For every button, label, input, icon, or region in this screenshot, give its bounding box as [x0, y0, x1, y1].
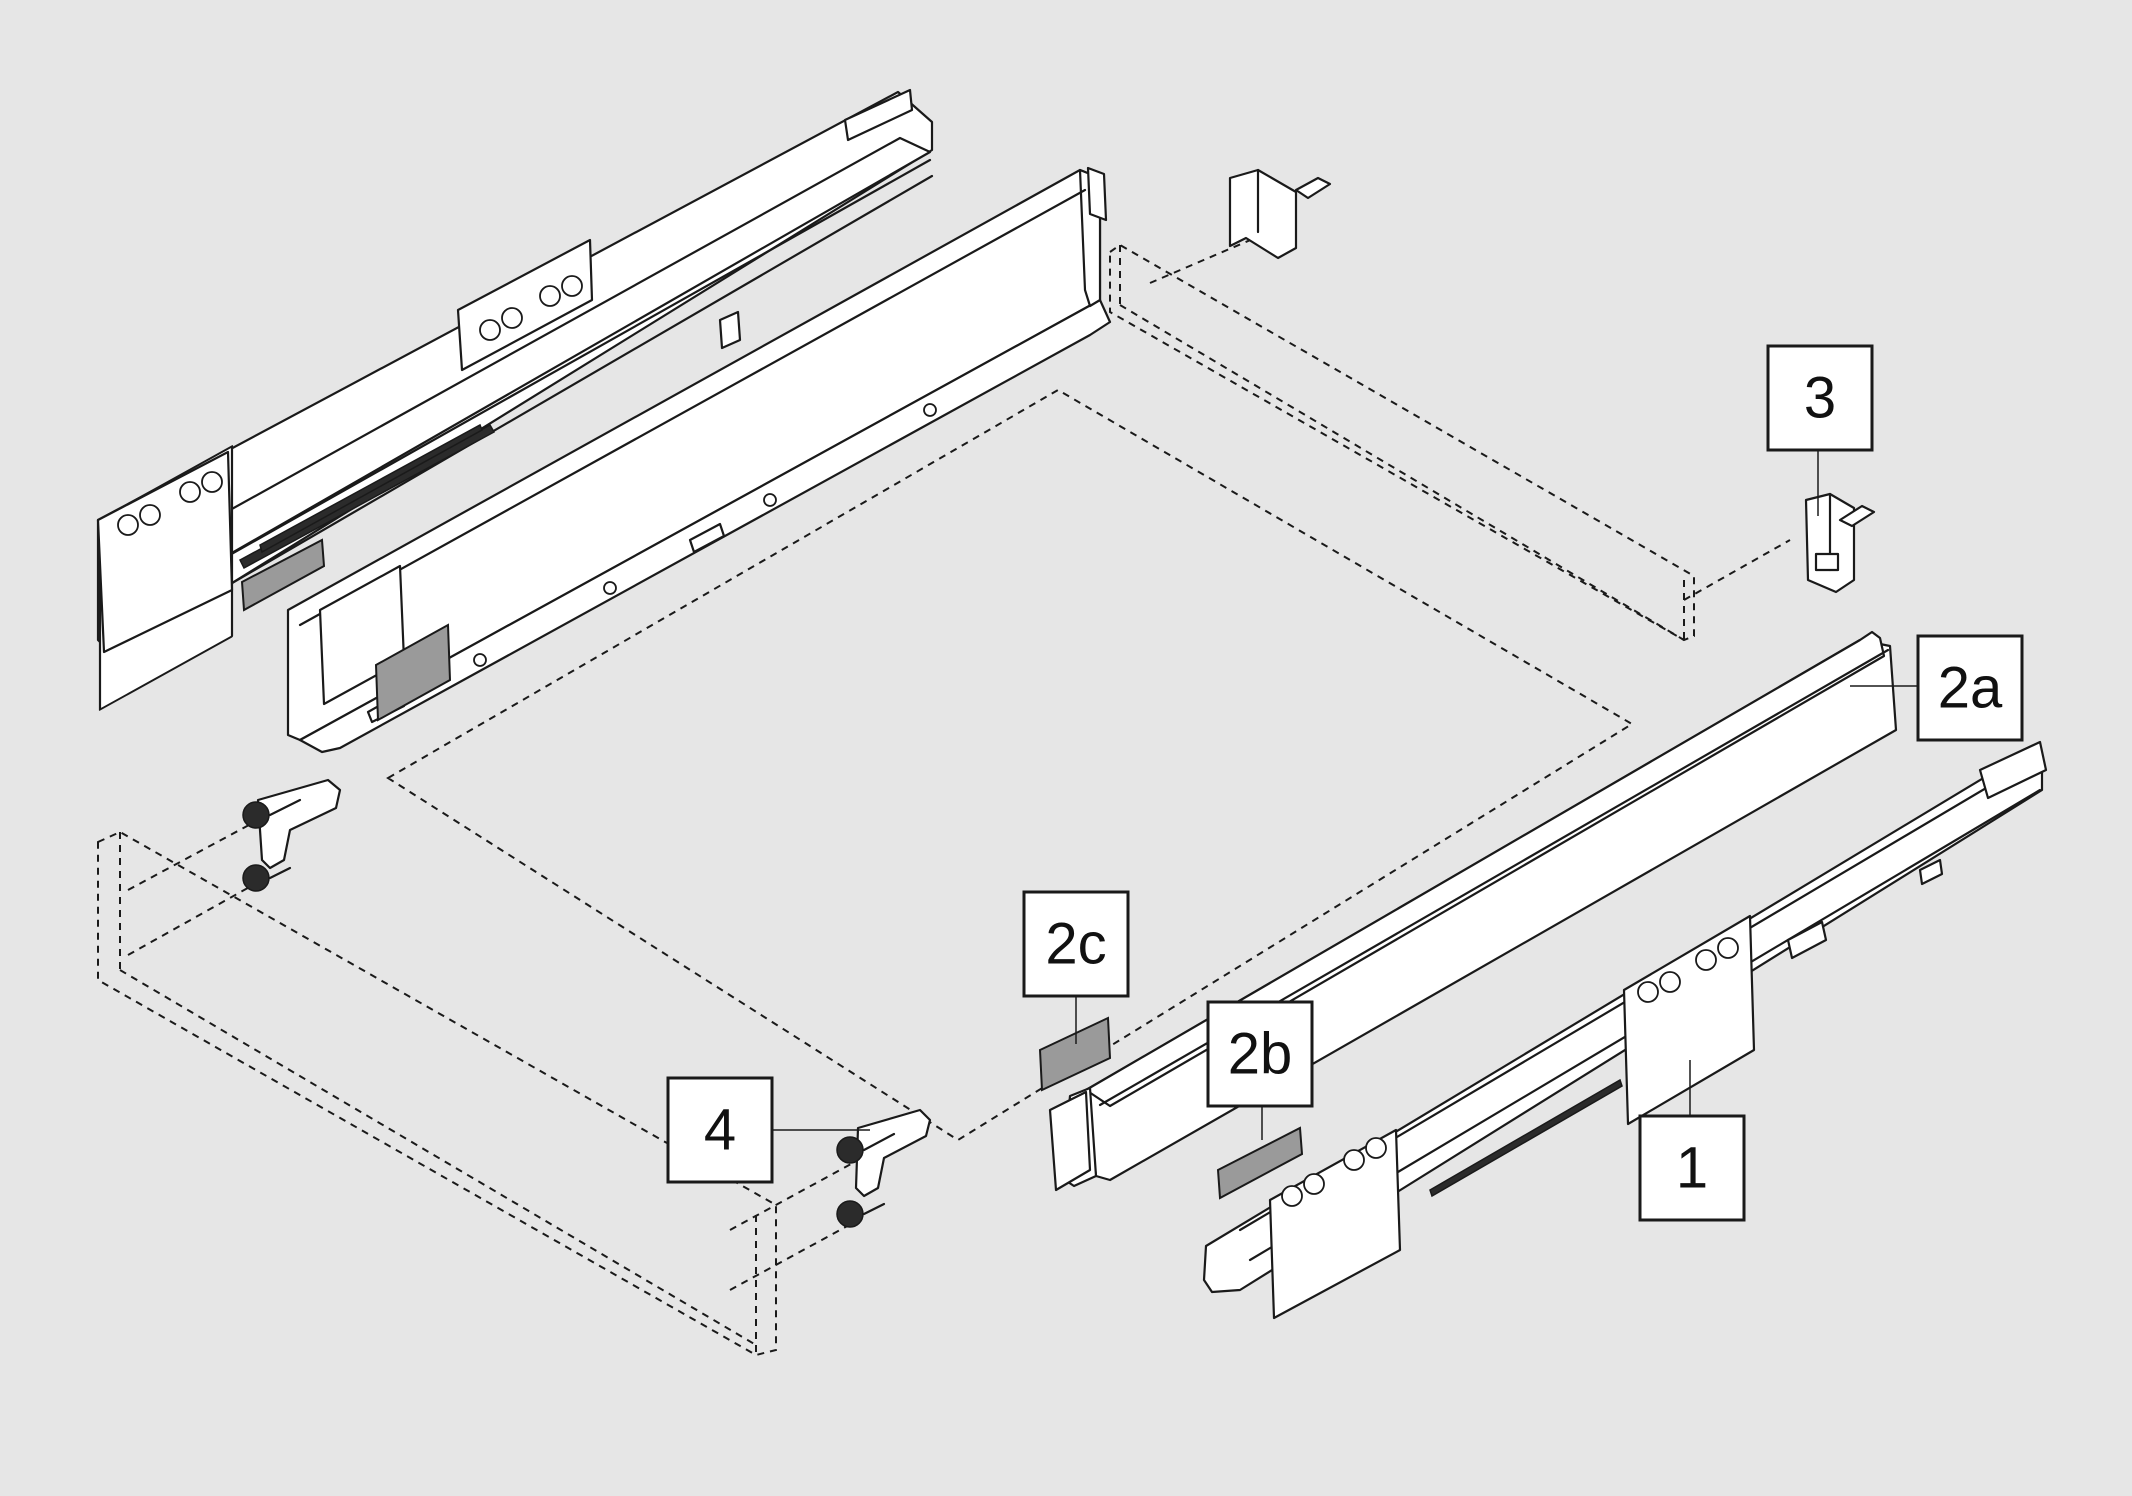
- label-1: 1: [1638, 1114, 1746, 1222]
- left-side-profile: [286, 166, 1112, 754]
- label-3: 3: [1766, 344, 1874, 452]
- label-2a: 2a: [1916, 634, 2024, 742]
- label-4: 4: [666, 1076, 774, 1184]
- label-2a-text: 2a: [1938, 656, 2003, 721]
- rear-bracket-top: [1228, 168, 1332, 260]
- label-3-text: 3: [1804, 366, 1836, 431]
- label-2c: 2c: [1022, 890, 1130, 998]
- right-locking-device-4: [836, 1108, 932, 1228]
- label-2c-text: 2c: [1045, 912, 1106, 977]
- cover-cap-2c: [1038, 1016, 1112, 1092]
- left-locking-device: [242, 778, 342, 892]
- left-runner-holes: [117, 275, 583, 536]
- label-2b: 2b: [1206, 1000, 1314, 1108]
- right-runner-1: [1202, 740, 2048, 1320]
- label-1-text: 1: [1676, 1136, 1708, 1201]
- front-panel-outline: [97, 817, 863, 1357]
- label-2b-text: 2b: [1228, 1022, 1293, 1087]
- right-runner-holes: [1281, 937, 1739, 1207]
- leader-lines: [772, 450, 1918, 1140]
- label-4-text: 4: [704, 1098, 736, 1163]
- left-runner: [96, 88, 934, 711]
- back-panel-outline: [1109, 237, 1791, 642]
- rear-bracket-3: [1804, 492, 1876, 594]
- cover-cap-2b: [1216, 1126, 1304, 1200]
